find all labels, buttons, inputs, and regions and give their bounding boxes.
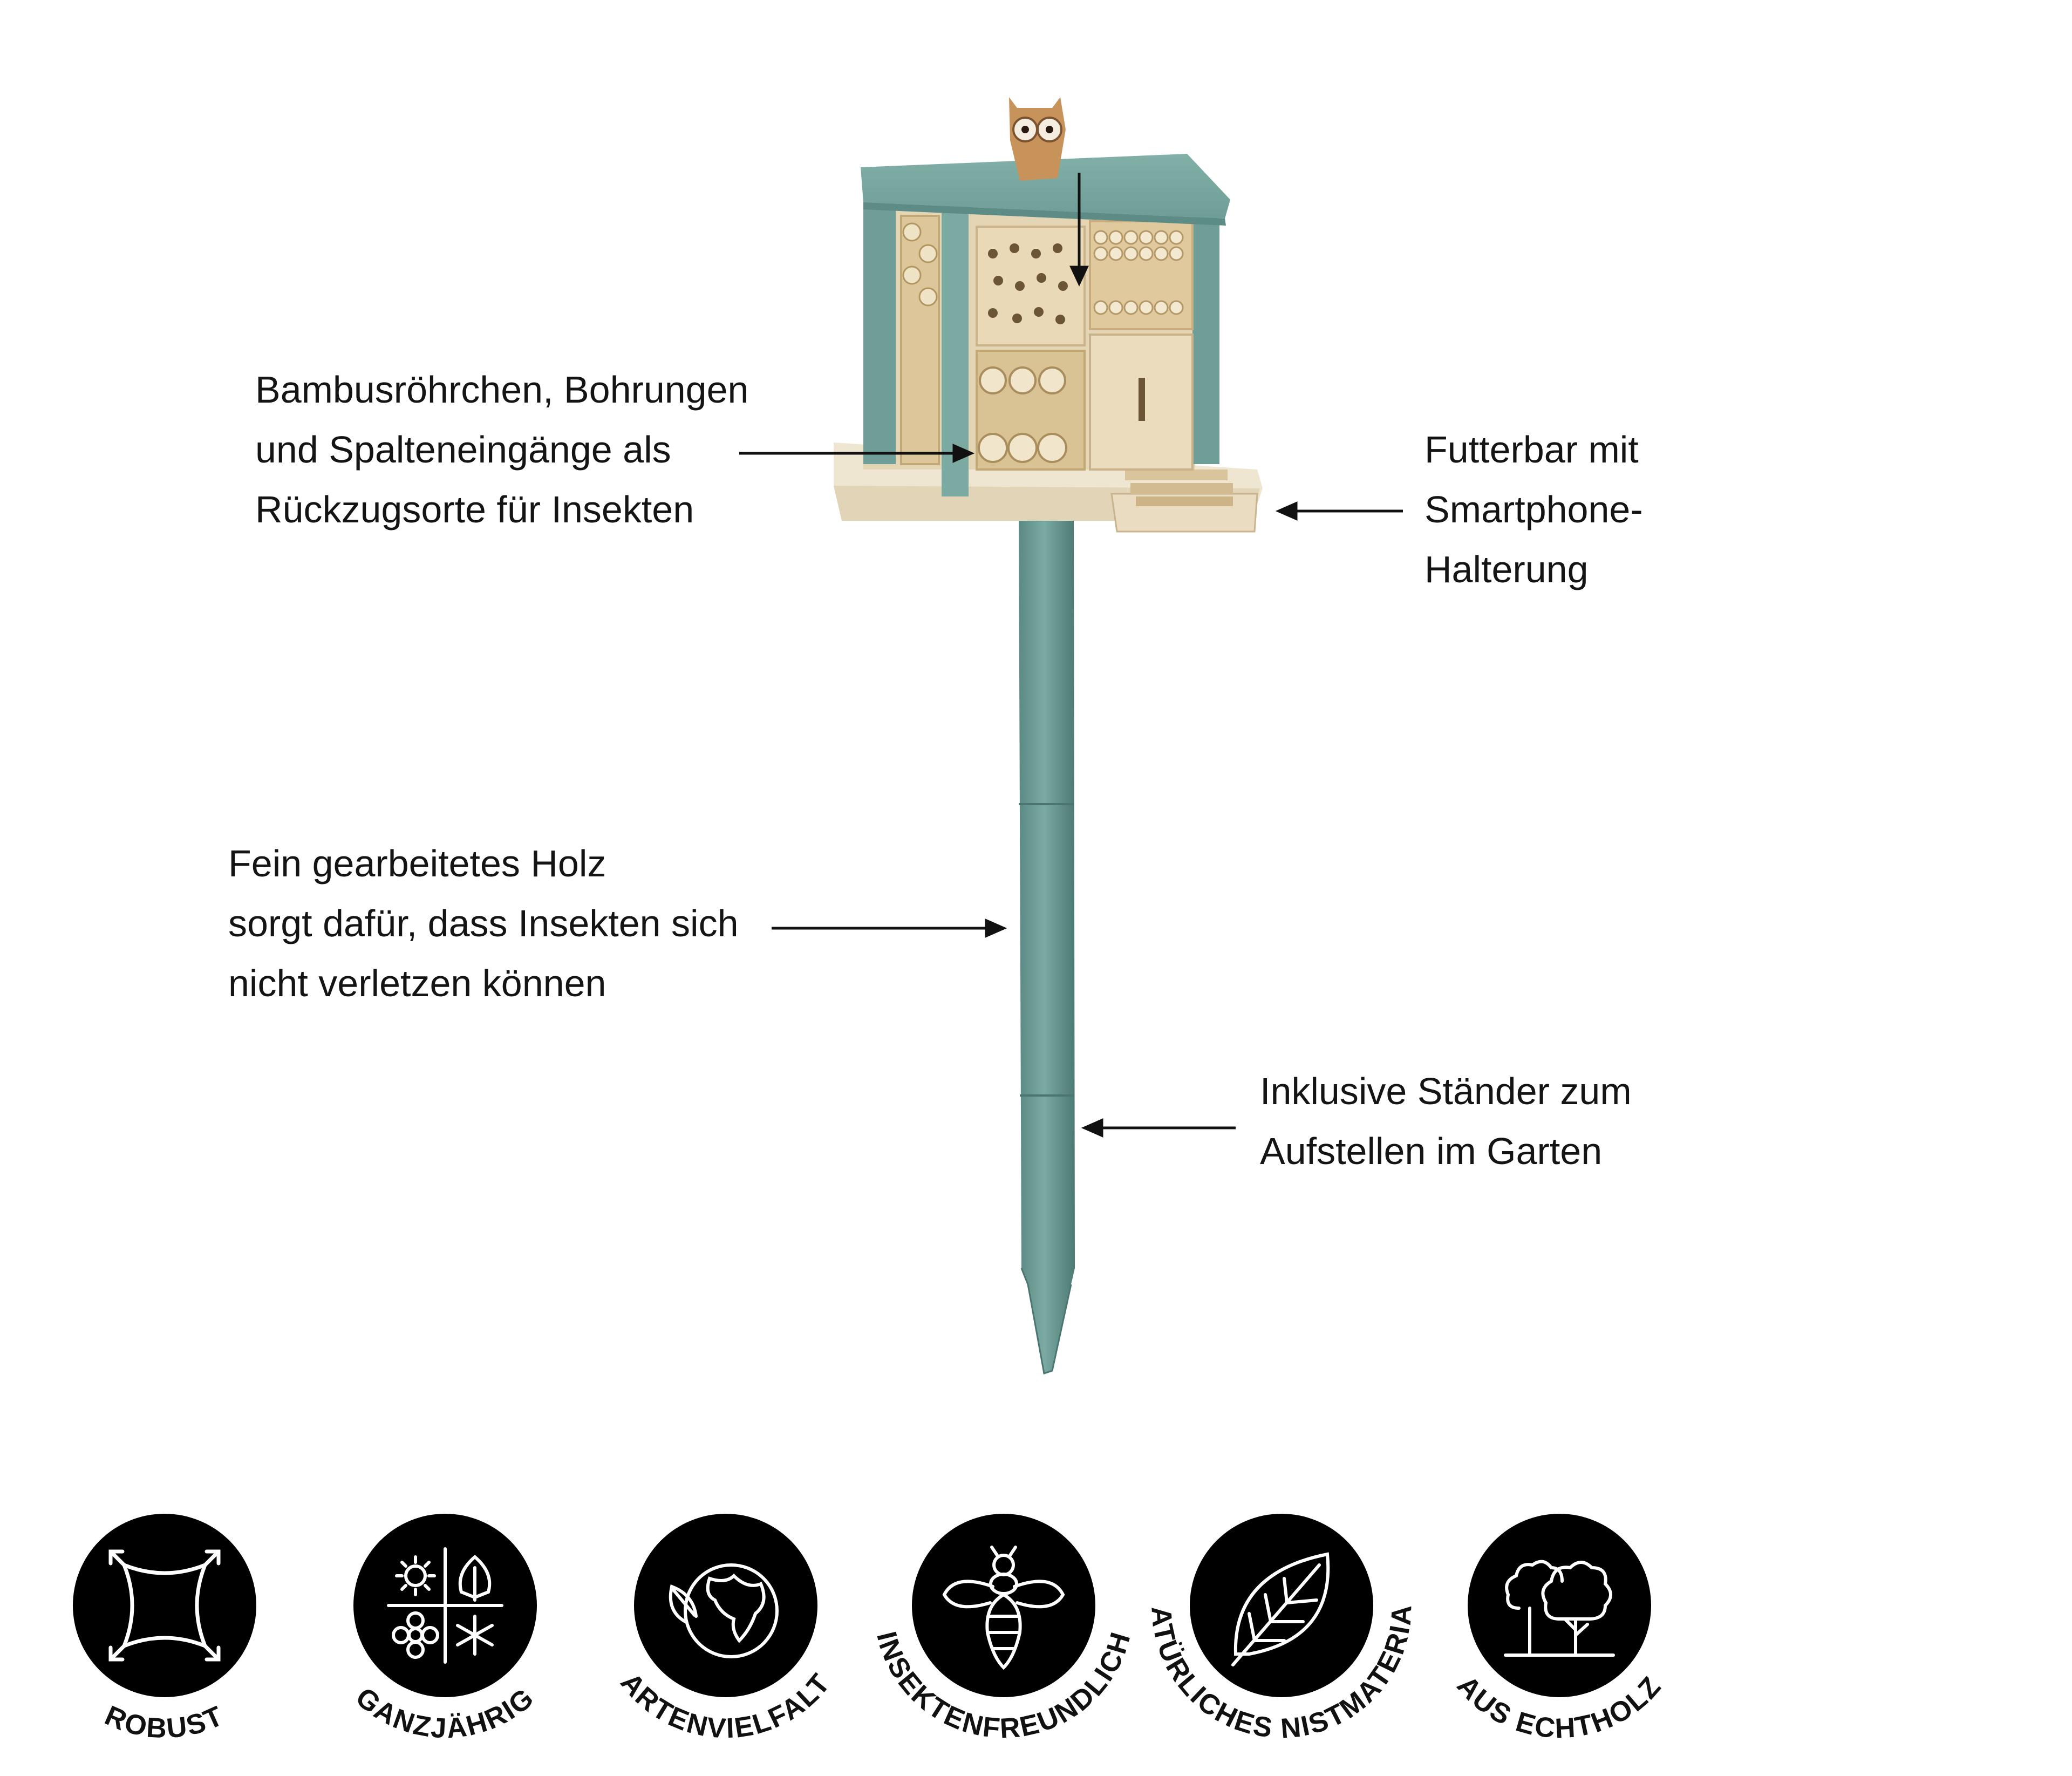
callout-line: sorgt dafür, dass Insekten sich bbox=[228, 902, 739, 944]
callout-arrows bbox=[739, 173, 1403, 1138]
feature-label: INSEKTENFREUNDLICH bbox=[870, 1628, 1137, 1745]
hotel-box bbox=[861, 97, 1230, 496]
callout-line: Futterbar mit bbox=[1424, 428, 1639, 471]
garden-stake bbox=[1019, 518, 1075, 1374]
feature-label: ROBUST bbox=[100, 1700, 229, 1745]
feature-ganzjaehrig bbox=[353, 1514, 537, 1697]
globe-leaf-icon bbox=[669, 1563, 779, 1658]
callout-feeder: Futterbar mit Smartphone- Halterung bbox=[1424, 420, 1643, 600]
feature-label: NATÜRLICHES NISTMATERIAL bbox=[0, 0, 1416, 1745]
callout-line: Rückzugsorte für Insekten bbox=[255, 488, 694, 530]
owl-figure bbox=[1009, 97, 1066, 181]
callout-line: Fein gearbeitetes Holz bbox=[228, 842, 606, 884]
feature-insektenfreundlich bbox=[912, 1514, 1095, 1697]
feature-label: AUS ECHTHOLZ bbox=[1451, 1670, 1668, 1744]
feature-label: ARTENVIELFALT bbox=[615, 1667, 837, 1745]
callout-stand: Inklusive Ständer zum Aufstellen im Gart… bbox=[1260, 1061, 1632, 1181]
bee-icon bbox=[942, 1546, 1065, 1670]
robust-icon bbox=[108, 1549, 221, 1662]
callout-line: und Spalteneingänge als bbox=[255, 428, 671, 471]
callout-tubes: Bambusröhrchen, Bohrungen und Spaltenein… bbox=[255, 360, 748, 540]
callout-line: Smartphone- bbox=[1424, 488, 1643, 530]
callout-line: nicht verletzen können bbox=[228, 962, 606, 1004]
trees-icon bbox=[1504, 1560, 1615, 1657]
seasons-icon bbox=[387, 1547, 503, 1664]
feature-natuerliches-nistmaterial bbox=[1190, 1514, 1373, 1697]
leaf-icon bbox=[1231, 1552, 1330, 1666]
callout-line: Bambusröhrchen, Bohrungen bbox=[255, 369, 749, 411]
callout-line: Inklusive Ständer zum bbox=[1260, 1070, 1632, 1112]
callout-line: Halterung bbox=[1424, 548, 1589, 590]
feature-robust bbox=[73, 1514, 256, 1697]
feature-artenvielfalt bbox=[634, 1514, 817, 1697]
feature-label: GANZJÄHRIG bbox=[350, 1682, 541, 1745]
feature-aus-echtholz bbox=[1468, 1514, 1651, 1697]
callout-wood: Fein gearbeitetes Holz sorgt dafür, dass… bbox=[228, 834, 739, 1013]
callout-line: Aufstellen im Garten bbox=[1260, 1130, 1603, 1172]
